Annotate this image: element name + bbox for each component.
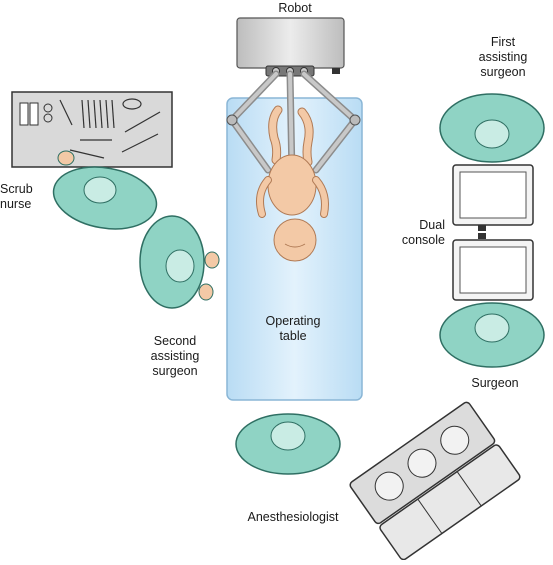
dual-console [452,164,534,301]
dual-console-label: Dual console [395,218,445,248]
first-assisting-surgeon-figure [439,93,545,163]
label-line: assisting [478,50,528,64]
label-line: Operating [265,314,321,328]
anesthesia-machine [349,401,521,561]
robot [226,17,361,179]
label-line: surgeon [480,65,526,79]
instrument-tray [11,91,173,168]
scrub-nurse-figure [52,150,158,230]
label-line: First [490,35,516,49]
label-line: Dual [419,218,445,232]
first-assisting-surgeon-label: First assisting surgeon [458,35,548,80]
surgeon-label: Surgeon [471,376,519,390]
anesthesiologist-figure [235,413,341,475]
label-line: surgeon [152,364,198,378]
operating-table-label: Operating table [253,314,333,344]
patient-infant [256,105,329,262]
surgeon-figure [439,302,545,368]
label-line: Scrub [0,182,33,196]
label-line: nurse [0,197,32,211]
second-assisting-surgeon-label: Second assisting surgeon [130,334,220,379]
second-assisting-surgeon-figure [139,215,220,309]
anesthesiologist-label: Anesthesiologist [247,510,339,524]
robot-label: Robot [278,1,312,15]
label-line: assisting [150,349,200,363]
label-line: console [401,233,445,247]
scrub-nurse-label: Scrub nurse [0,182,50,212]
label-line: table [279,329,307,343]
label-line: Second [153,334,197,348]
